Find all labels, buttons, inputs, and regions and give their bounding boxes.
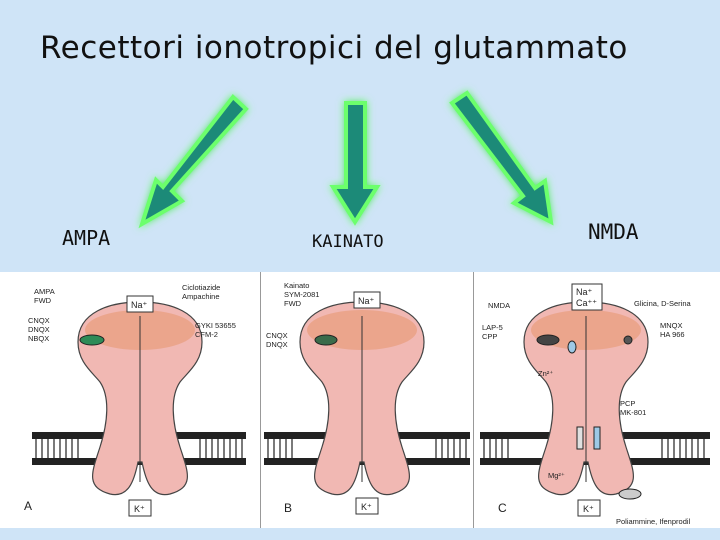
arrows-group bbox=[138, 90, 554, 229]
panel-a-tr-1: Ampachine bbox=[182, 292, 220, 301]
panel-c-bottom: Poliammine, Ifenprodil bbox=[616, 517, 691, 526]
panel-b-ion-in: Na⁺ bbox=[358, 296, 375, 306]
glycine-site bbox=[623, 335, 633, 345]
pcp-site-left bbox=[576, 426, 584, 450]
panel-a-r-1: CFM-2 bbox=[195, 330, 218, 339]
panel-a-tl-1: FWD bbox=[34, 296, 52, 305]
panel-c-r-0: MNQX bbox=[660, 321, 683, 330]
panel-c-l-0: LAP-5 bbox=[482, 323, 503, 332]
panel-b-tl-0: Kainato bbox=[284, 281, 309, 290]
nmda-binding-site bbox=[536, 334, 560, 346]
zinc-site bbox=[567, 340, 577, 354]
panel-b-l-1: DNQX bbox=[266, 340, 288, 349]
panel-b-tl-2: FWD bbox=[284, 299, 302, 308]
panel-c-ion-in-1: Ca⁺⁺ bbox=[576, 298, 597, 308]
panel-a-letter: A bbox=[24, 499, 32, 513]
panel-nmda: Na⁺ Ca⁺⁺ K⁺ NMDA LAP-5 CPP Glicina, D-Se… bbox=[480, 283, 710, 526]
panel-c-ion-out: K⁺ bbox=[583, 504, 594, 514]
panel-c-r-1: HA 966 bbox=[660, 330, 685, 339]
panel-c-tr-0: Glicina, D-Serina bbox=[634, 299, 692, 308]
panel-b-letter: B bbox=[284, 501, 292, 515]
arrow-to-ampa bbox=[138, 94, 249, 229]
panel-c-ion-in-0: Na⁺ bbox=[576, 287, 593, 297]
panel-c-mg: Mg²⁺ bbox=[548, 471, 565, 480]
panel-a-ion-out: K⁺ bbox=[134, 504, 145, 514]
panel-a-tl-0: AMPA bbox=[34, 287, 55, 296]
panel-b-tl-1: SYM-2081 bbox=[284, 290, 319, 299]
receptor-body bbox=[299, 301, 425, 496]
kainate-binding-site bbox=[314, 334, 338, 346]
panel-a-l-1: DNQX bbox=[28, 325, 50, 334]
panel-a-tr-0: Ciclotiazide bbox=[182, 283, 220, 292]
panel-b-l-0: CNQX bbox=[266, 331, 288, 340]
arrow-to-kainato bbox=[329, 101, 381, 226]
panel-b-ion-out: K⁺ bbox=[361, 502, 372, 512]
panel-c-pcp-0: PCP bbox=[620, 399, 635, 408]
receptor-body bbox=[77, 301, 203, 496]
panel-kainato: Na⁺ K⁺ Kainato SYM-2081 FWD CNQX DNQX B bbox=[260, 272, 474, 528]
polyamine-site bbox=[618, 488, 642, 500]
panel-a-r-0: GYKI 53655 bbox=[195, 321, 236, 330]
panel-c-zn: Zn²⁺ bbox=[538, 369, 553, 378]
receptor-panels: Na⁺ K⁺ AMPA FWD CNQX DNQX NBQX Ciclotiaz… bbox=[0, 272, 720, 528]
label-nmda: NMDA bbox=[588, 220, 639, 244]
slide-title: Recettori ionotropici del glutammato bbox=[40, 30, 628, 66]
panel-a-l-0: CNQX bbox=[28, 316, 50, 325]
bottom-strip bbox=[0, 528, 720, 540]
pcp-site-right bbox=[593, 426, 601, 450]
label-kainato: KAINATO bbox=[312, 232, 384, 252]
panel-c-tl-0: NMDA bbox=[488, 301, 510, 310]
panel-a-ion-in: Na⁺ bbox=[131, 300, 148, 310]
label-ampa: AMPA bbox=[62, 226, 111, 250]
panel-c-l-1: CPP bbox=[482, 332, 497, 341]
panel-ampa: Na⁺ K⁺ AMPA FWD CNQX DNQX NBQX Ciclotiaz… bbox=[24, 283, 246, 517]
ampa-binding-site bbox=[79, 334, 105, 346]
panel-c-pcp-1: MK-801 bbox=[620, 408, 646, 417]
panel-c-letter: C bbox=[498, 501, 507, 515]
panel-a-l-2: NBQX bbox=[28, 334, 49, 343]
arrow-to-nmda bbox=[449, 90, 554, 226]
